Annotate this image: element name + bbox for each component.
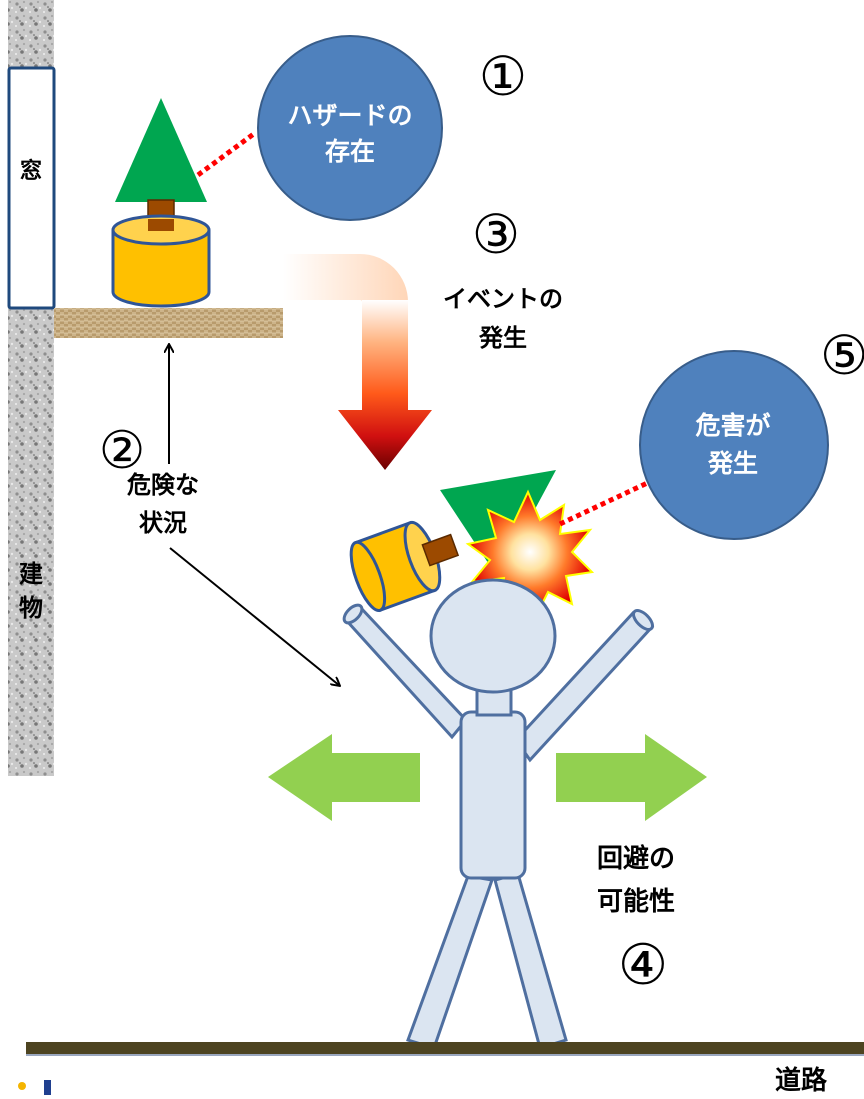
event-text-2: 発生 [478, 324, 527, 352]
potted-tree [111, 98, 211, 308]
road-surface [26, 1042, 864, 1054]
hazard-text-1: ハザードの [287, 101, 412, 130]
step-number-5: ⑤ [820, 324, 864, 387]
harm-text-1: 危害が [695, 411, 770, 440]
harm-circle [639, 350, 829, 540]
person-torso [459, 710, 527, 880]
step-number-4: ④ [618, 933, 668, 998]
hazard-connector [196, 130, 257, 178]
person [342, 578, 655, 1050]
hazard-text-2: 存在 [325, 137, 375, 166]
road-label: 道路 [775, 1065, 828, 1095]
window-label: 窓 [20, 158, 42, 184]
person-left-leg [406, 874, 494, 1050]
escape-arrow-left [268, 734, 420, 821]
step-number-3: ③ [472, 203, 520, 266]
escape-arrow-right [556, 734, 707, 821]
footer-square [44, 1080, 51, 1095]
building-label-2: 物 [19, 594, 43, 622]
situation-text-2: 状況 [139, 509, 187, 537]
situation-pointer-arrow [169, 547, 340, 686]
step-number-1: ① [479, 45, 527, 108]
event-arrow-shaft [338, 300, 432, 470]
window [7, 66, 56, 310]
footer-dot [18, 1082, 26, 1090]
person-right-leg [493, 872, 568, 1050]
harm-connector [558, 474, 662, 527]
harm-text-2: 発生 [707, 449, 758, 478]
shelf [54, 308, 283, 338]
hazard-circle [257, 35, 443, 221]
building-label-1: 建 [19, 560, 43, 588]
avoid-text-2: 可能性 [597, 886, 675, 917]
pot [111, 230, 211, 308]
step-number-2: ② [99, 421, 146, 481]
tree-foliage [115, 98, 207, 202]
event-text-1: イベントの [443, 285, 563, 313]
person-head [429, 578, 557, 694]
avoid-text-1: 回避の [597, 843, 675, 874]
situation-text-1: 危険な [127, 471, 199, 499]
